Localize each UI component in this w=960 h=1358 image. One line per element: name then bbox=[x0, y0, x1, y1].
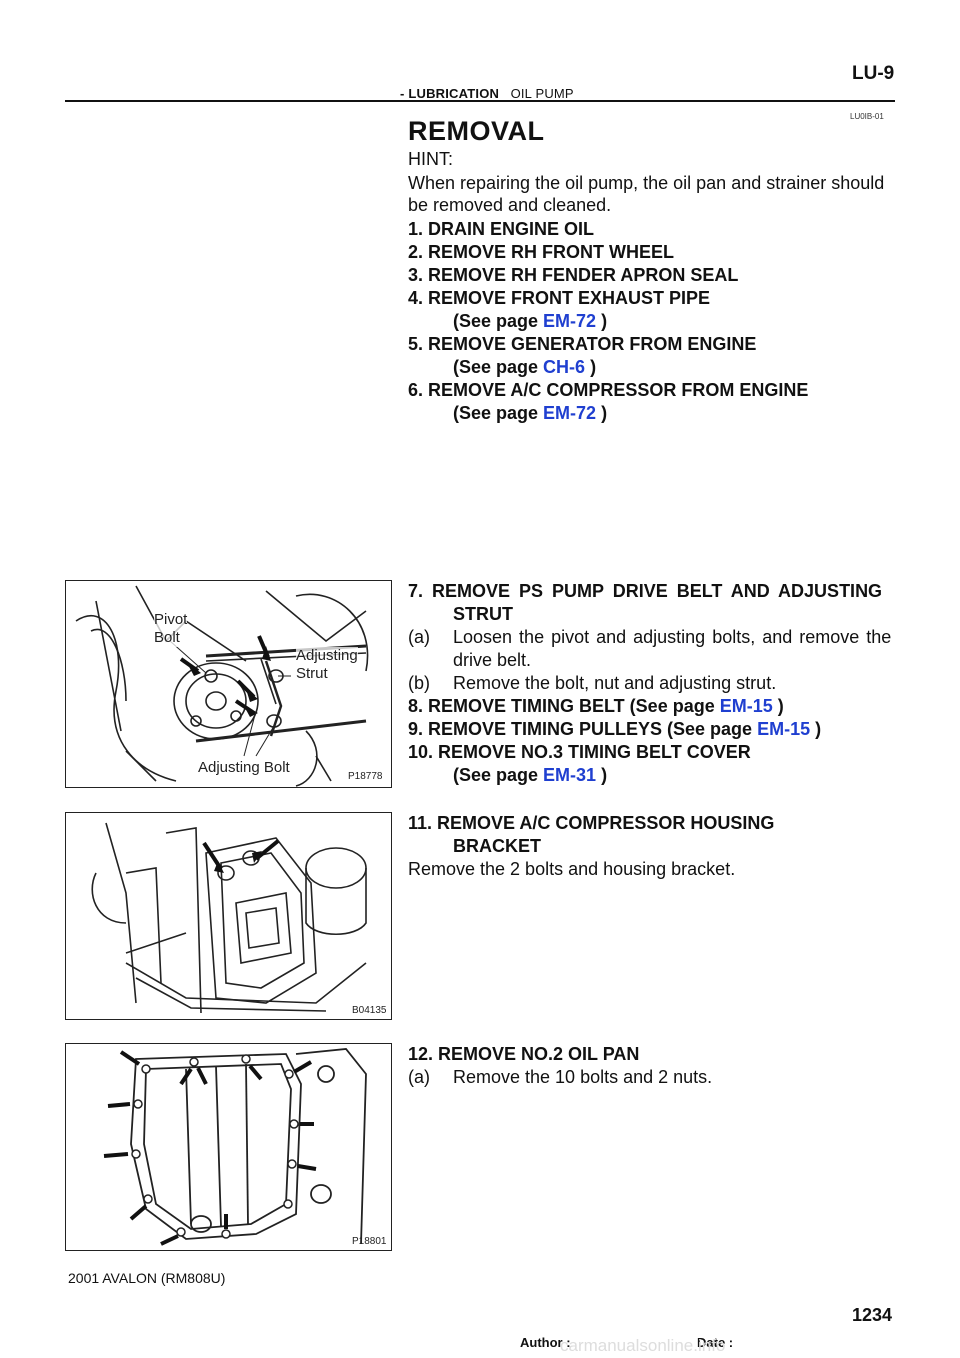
hint-label: HINT: bbox=[408, 149, 453, 169]
figure-ps-pump: Pivot Bolt Adjusting Strut Adjusting Bol… bbox=[65, 580, 392, 788]
label-adjusting: Adjusting bbox=[296, 647, 358, 665]
housing-bracket-illustration bbox=[91, 822, 367, 1014]
figure-oil-pan: P18801 bbox=[65, 1043, 392, 1251]
figure-code-1: P18778 bbox=[348, 771, 383, 782]
step-4: 4. REMOVE FRONT EXHAUST PIPE bbox=[408, 288, 711, 308]
step-6: 6. REMOVE A/C COMPRESSOR FROM ENGINE bbox=[408, 380, 809, 400]
step-4-ref: (See page EM-72 ) bbox=[453, 311, 608, 331]
label-pivot: Pivot bbox=[154, 611, 188, 629]
hint-text: When repairing the oil pump, the oil pan… bbox=[408, 173, 885, 215]
oil-pan-illustration bbox=[103, 1048, 367, 1246]
figure-code-2: B04135 bbox=[352, 1005, 387, 1016]
step-9: 9. REMOVE TIMING PULLEYS (See page EM-15… bbox=[408, 719, 822, 739]
step-1: 1. DRAIN ENGINE OIL bbox=[408, 219, 595, 239]
step-11-cont: BRACKET bbox=[453, 836, 541, 856]
step-10: 10. REMOVE NO.3 TIMING BELT COVER bbox=[408, 742, 751, 762]
ps-pump-illustration bbox=[75, 585, 369, 787]
link-em-72-b[interactable]: EM-72 bbox=[543, 403, 597, 423]
step-12: 12. REMOVE NO.2 OIL PAN bbox=[408, 1044, 640, 1064]
header-section: - LUBRICATION OIL PUMP bbox=[400, 86, 574, 101]
step-7a-text: Loosen the pivot and adjusting bolts, an… bbox=[453, 627, 892, 647]
link-em-15[interactable]: EM-15 bbox=[719, 696, 773, 716]
step-7-cont: STRUT bbox=[453, 604, 513, 624]
label-adjusting-bolt: Adjusting Bolt bbox=[198, 759, 290, 777]
footer-date: Date : bbox=[697, 1335, 734, 1350]
header-page-number: LU-9 bbox=[852, 63, 895, 84]
step-5: 5. REMOVE GENERATOR FROM ENGINE bbox=[408, 334, 757, 354]
step-3: 3. REMOVE RH FENDER APRON SEAL bbox=[408, 265, 739, 285]
step-7a-num: (a) bbox=[408, 627, 430, 647]
footer-page-number: 1234 bbox=[852, 1305, 893, 1325]
step-10-ref: (See page EM-31 ) bbox=[453, 765, 608, 785]
step-11: 11. REMOVE A/C COMPRESSOR HOUSING bbox=[408, 813, 775, 833]
step-7b-text: Remove the bolt, nut and adjusting strut… bbox=[453, 673, 777, 693]
step-8: 8. REMOVE TIMING BELT (See page EM-15 ) bbox=[408, 696, 784, 716]
footer-vehicle: 2001 AVALON (RM808U) bbox=[68, 1270, 226, 1286]
watermark: carmanualsonline.info bbox=[560, 1336, 726, 1355]
footer-author: Author : bbox=[520, 1335, 571, 1350]
step-12a-num: (a) bbox=[408, 1067, 430, 1087]
header-rule bbox=[65, 100, 895, 102]
link-em-31[interactable]: EM-31 bbox=[543, 765, 597, 785]
doc-id: LU0IB-01 bbox=[850, 112, 884, 121]
step-11-text: Remove the 2 bolts and housing bracket. bbox=[408, 859, 736, 879]
figure-code-3: P18801 bbox=[352, 1236, 387, 1247]
step-7: 7. REMOVE PS PUMP DRIVE BELT AND ADJUSTI… bbox=[408, 581, 883, 601]
link-em-72[interactable]: EM-72 bbox=[543, 311, 597, 331]
step-6-ref: (See page EM-72 ) bbox=[453, 403, 608, 423]
step-7b-num: (b) bbox=[408, 673, 430, 693]
page-title: REMOVAL bbox=[408, 116, 545, 146]
link-ch-6[interactable]: CH-6 bbox=[543, 357, 586, 377]
link-em-15-b[interactable]: EM-15 bbox=[757, 719, 811, 739]
figure-housing-bracket: B04135 bbox=[65, 812, 392, 1020]
label-strut: Strut bbox=[296, 665, 328, 683]
step-7a-text-cont: drive belt. bbox=[453, 650, 532, 670]
label-pivot-bolt: Bolt bbox=[154, 629, 180, 647]
step-5-ref: (See page CH-6 ) bbox=[453, 357, 597, 377]
step-12a-text: Remove the 10 bolts and 2 nuts. bbox=[453, 1067, 713, 1087]
step-2: 2. REMOVE RH FRONT WHEEL bbox=[408, 242, 675, 262]
header-subsection: OIL PUMP bbox=[510, 86, 574, 101]
